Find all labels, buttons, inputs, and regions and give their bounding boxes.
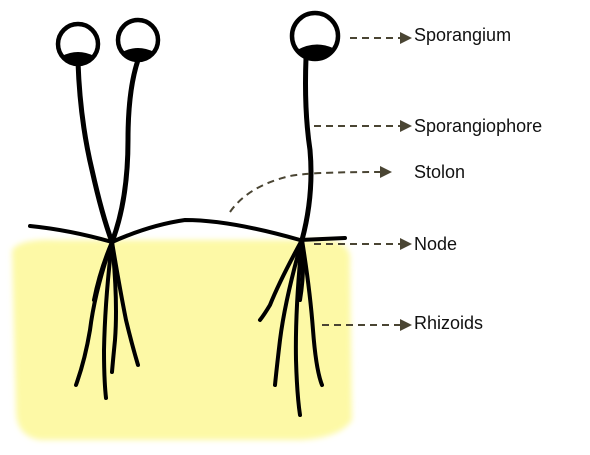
arrowhead-stolon bbox=[380, 166, 392, 178]
sporangium-left bbox=[58, 24, 98, 65]
sporangium-right bbox=[292, 13, 338, 60]
sporangiophore-middle bbox=[112, 60, 138, 242]
arrowhead-node bbox=[400, 238, 412, 250]
label-sporangiophore: Sporangiophore bbox=[414, 117, 542, 135]
arrowhead-sporangiophore bbox=[400, 120, 412, 132]
stolon bbox=[30, 220, 345, 242]
label-sporangium: Sporangium bbox=[414, 26, 511, 44]
arrow-stolon bbox=[230, 172, 380, 212]
sporangiophore-right bbox=[302, 58, 311, 240]
label-rhizoids: Rhizoids bbox=[414, 314, 483, 332]
arrowhead-sporangium bbox=[400, 32, 412, 44]
sporangiophore-left bbox=[78, 62, 112, 242]
label-node: Node bbox=[414, 235, 457, 253]
sporangium-middle bbox=[118, 20, 158, 61]
arrow-heads bbox=[380, 32, 412, 331]
arrowhead-rhizoids bbox=[400, 319, 412, 331]
label-stolon: Stolon bbox=[414, 163, 465, 181]
